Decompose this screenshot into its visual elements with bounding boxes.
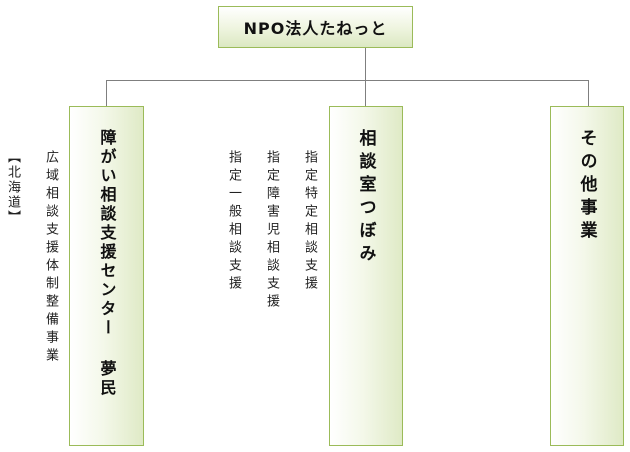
connector-horizontal <box>106 80 589 81</box>
branch-node-other: その他事業 <box>550 106 624 446</box>
note-regional-support: 広域相談支援体制整備事業 <box>43 150 58 366</box>
root-node: NPO法人たねっと <box>218 6 413 48</box>
branch-node-tsubomi: 相談室つぼみ <box>329 106 403 446</box>
branch-node-label: その他事業 <box>576 129 597 244</box>
branch-node-label: 相談室つぼみ <box>355 129 376 267</box>
branch-node-label: 障がい相談支援センター 夢民 <box>97 129 117 398</box>
note-hokkaido: 【北海道】 <box>5 150 20 225</box>
connector-root-down <box>365 48 366 80</box>
connector-middle-down <box>365 80 366 106</box>
note-designated-child: 指定障害児相談支援 <box>264 150 279 312</box>
branch-node-mumin: 障がい相談支援センター 夢民 <box>69 106 144 446</box>
connector-right-down <box>588 80 589 106</box>
root-node-label: NPO法人たねっと <box>243 19 388 38</box>
connector-left-down <box>106 80 107 106</box>
note-designated-specific: 指定特定相談支援 <box>302 150 317 294</box>
note-designated-general: 指定一般相談支援 <box>226 150 241 294</box>
